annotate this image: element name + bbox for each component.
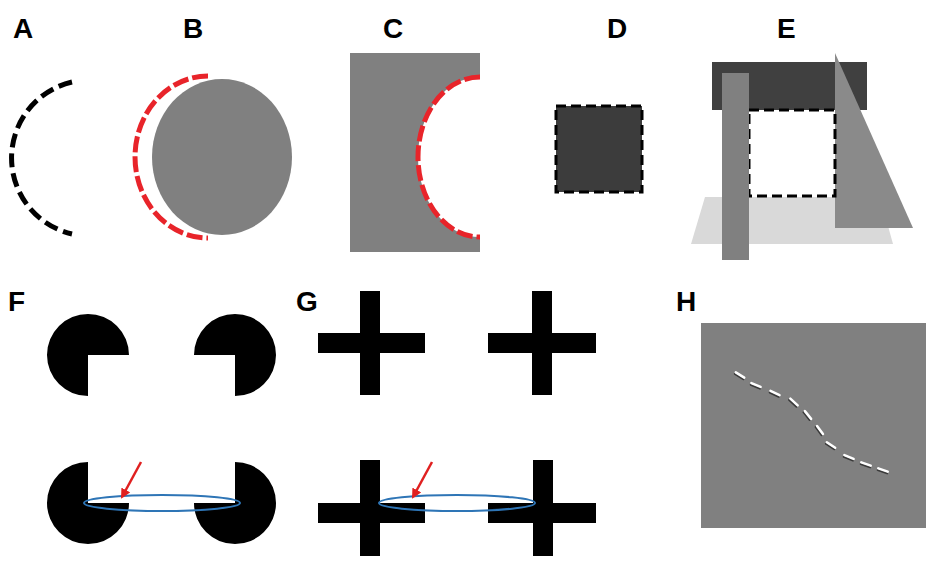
red-contour [418, 77, 480, 237]
panel-letter: G [296, 288, 318, 316]
grey-triangle [835, 53, 913, 228]
gabor-light [844, 455, 853, 459]
panel-letter: H [676, 288, 696, 316]
pacman [47, 462, 129, 544]
gabor-light [817, 426, 823, 434]
concave-cutout [418, 77, 480, 237]
gabor-light [736, 372, 744, 377]
red-arrow [122, 462, 141, 497]
dashed-arc [12, 82, 72, 234]
gabor-light [770, 391, 779, 395]
gabor-light [827, 442, 835, 448]
panel-letter: E [777, 15, 796, 43]
pacman [194, 462, 276, 544]
panel-letter: A [13, 15, 33, 43]
pacman [194, 314, 276, 396]
grey-disc [152, 79, 292, 235]
blue-ellipse [84, 495, 240, 511]
gabor-light [790, 399, 797, 406]
panel-letter: B [183, 15, 203, 43]
blue-ellipse [379, 495, 535, 511]
gabor-light [878, 468, 887, 471]
pacman [47, 314, 129, 396]
cross-group [318, 291, 596, 556]
panel-letter: C [383, 15, 403, 43]
gabor-contour [735, 372, 888, 473]
grey-pillar [722, 73, 749, 260]
panel-letter: D [607, 15, 627, 43]
grey-rect [350, 53, 480, 252]
gabor-light [861, 462, 870, 465]
occluded-square [749, 110, 835, 196]
dark-square [556, 106, 642, 192]
gabor-light [805, 411, 811, 419]
red-contour [135, 76, 208, 238]
grey-field [701, 323, 926, 528]
gabor-light [751, 383, 760, 387]
red-arrow [413, 462, 432, 497]
panel-letter: F [8, 288, 25, 316]
